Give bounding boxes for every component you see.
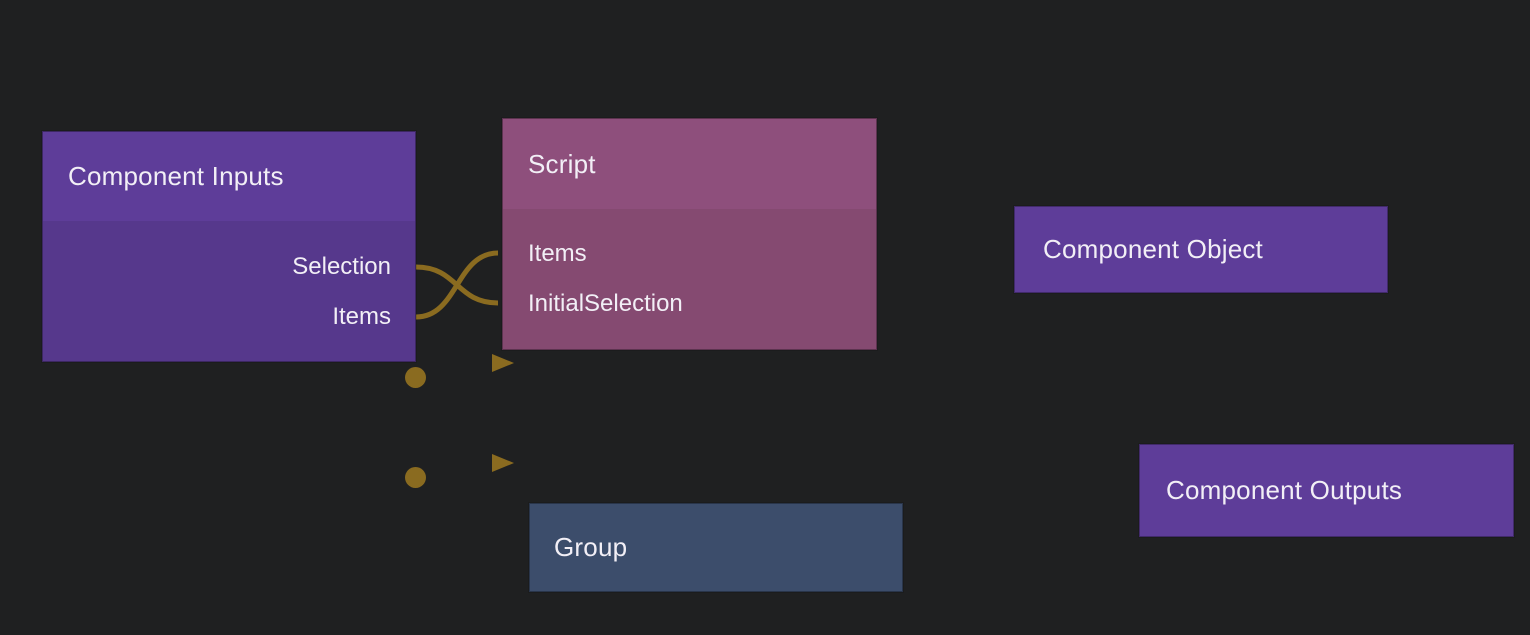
node-script[interactable]: Script Items InitialSelection	[492, 118, 877, 472]
node-component-inputs-title: Component Inputs	[68, 161, 284, 191]
output-port-label-items: Items	[332, 303, 391, 330]
node-component-object-title: Component Object	[1043, 234, 1263, 264]
input-port-arrow-initialselection[interactable]	[492, 454, 514, 472]
input-port-row-items: Items	[492, 229, 876, 372]
output-port-dot-selection[interactable]	[405, 367, 426, 388]
connection-wire-items-to-items[interactable]	[415, 250, 499, 320]
node-script-title: Script	[528, 148, 596, 179]
node-script-header[interactable]: Script	[503, 119, 876, 209]
node-group[interactable]: Group	[529, 503, 903, 592]
input-port-label-items: Items	[528, 240, 587, 267]
node-group-title: Group	[554, 532, 628, 562]
input-port-arrow-items[interactable]	[492, 354, 514, 372]
node-component-inputs[interactable]: Component Inputs Selection Items	[42, 131, 426, 488]
node-component-inputs-header[interactable]: Component Inputs	[43, 132, 415, 221]
output-port-label-selection: Selection	[292, 253, 391, 280]
output-port-dot-items[interactable]	[405, 467, 426, 488]
node-component-outputs-title: Component Outputs	[1166, 475, 1403, 505]
output-port-row-selection: Selection	[43, 242, 426, 388]
node-component-object[interactable]: Component Object	[1014, 206, 1388, 293]
input-port-row-initialselection: InitialSelection	[492, 279, 876, 472]
output-port-row-items: Items	[43, 292, 426, 488]
input-port-label-initialselection: InitialSelection	[528, 290, 683, 317]
node-component-outputs[interactable]: Component Outputs	[1139, 444, 1514, 537]
